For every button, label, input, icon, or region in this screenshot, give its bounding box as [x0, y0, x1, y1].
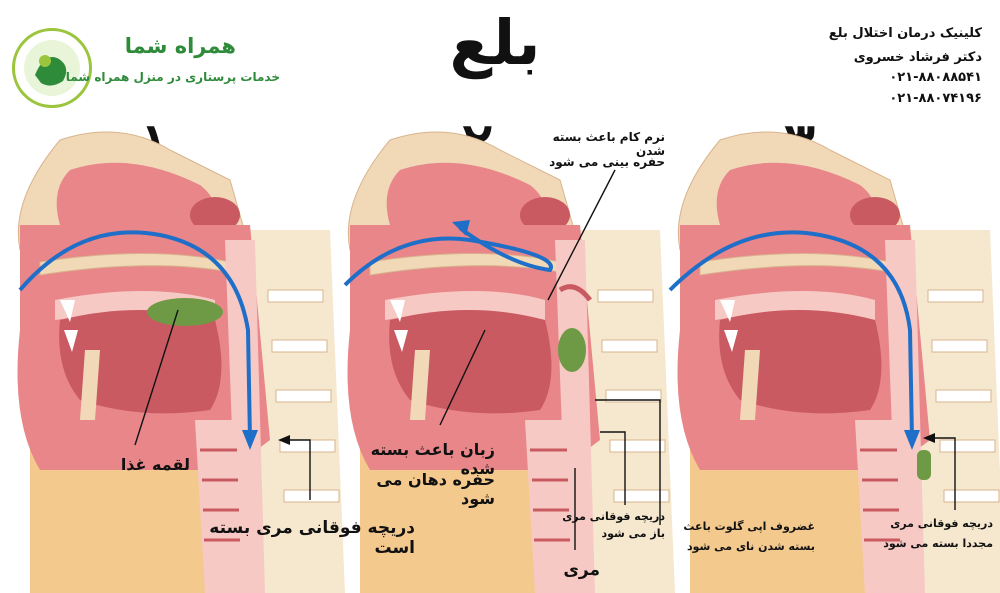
clinic-phone-1: ۰۲۱-۸۸۰۸۸۵۴۱ [889, 70, 982, 85]
bolus-shape [147, 298, 223, 326]
bolus-shape-3 [917, 450, 931, 480]
stage-2-illustration [343, 130, 677, 593]
clinic-doctor: دکتر فرشاد خسروی [853, 50, 982, 65]
label-ues-open-line2: باز می شود [601, 527, 665, 540]
label-soft-palate-line1: نرم کام باعث بسته شدن [552, 130, 665, 158]
label-soft-palate-line2: حفره بینی می شود [549, 155, 665, 169]
stage-3-illustration [668, 130, 1000, 593]
flow-arrow-1 [18, 230, 252, 441]
label-tongue-line1: زبان باعث بسته شده [370, 440, 495, 478]
leader-lines [134, 169, 956, 550]
label-bolus: لقمه غذا [120, 455, 190, 474]
flow-arrow-3 [668, 230, 914, 441]
label-esophagus: مری [563, 560, 600, 580]
bolus-shape-2 [558, 328, 586, 372]
logo-mark-icon [24, 40, 80, 96]
label-ues-open-line1: دریچه فوقانی مری [562, 510, 665, 523]
label-ues-reclosed-line1: دریچه فوقانی مری [890, 517, 993, 530]
label-tongue-line2: حفره دهان می شود [376, 470, 495, 508]
stage-1-illustration [16, 130, 347, 593]
flow-arrow-2 [343, 226, 553, 287]
clinic-name: کلینیک درمان اختلال بلع [828, 26, 982, 41]
clinic-phone-2: ۰۲۱-۸۸۰۷۴۱۹۶ [889, 91, 982, 106]
logo-emblem [12, 28, 92, 108]
label-ues-closed: دریچه فوقانی مری بسته است [209, 518, 415, 558]
logo-name: همراه شما [124, 34, 236, 58]
logo-subtitle: خدمات پرستاری در منزل همراه شما [65, 70, 280, 84]
label-epiglottis-line1: غضروف اپی گلوت باعث [683, 520, 815, 533]
page-title: بلع [449, 6, 541, 79]
label-ues-reclosed-line2: مجددا بسته می شود [883, 537, 993, 550]
label-epiglottis-line2: بسته شدن نای می شود [686, 540, 815, 553]
